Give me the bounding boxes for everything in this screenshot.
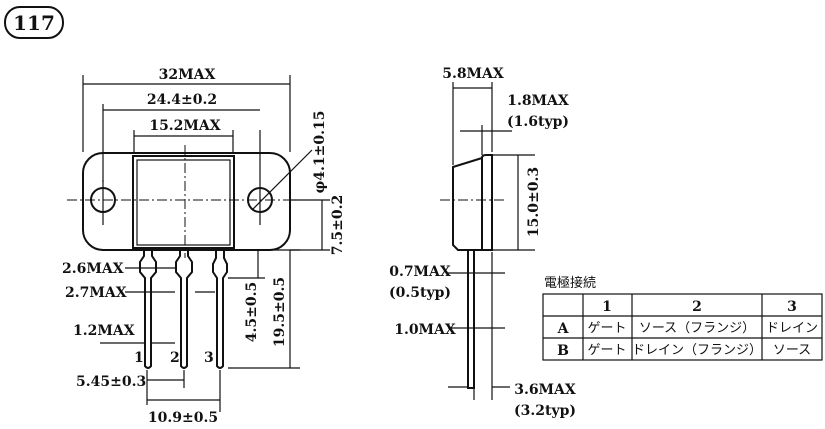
dim-overall-width: 32MAX [159,67,216,83]
dim-overall-thickness: 5.8MAX [442,66,504,82]
dim-lead-span: 10.9±0.5 [148,410,218,426]
pin-label-1: 1 [134,350,144,366]
dim-hole-to-bottom: 7.5±0.2 [330,195,346,255]
package-number: 117 [13,11,55,35]
dim-lead-shoulder-length: 4.5±0.5 [244,282,260,342]
table-header-row: 1 2 3 [602,299,797,315]
package-number-badge: 117 [4,6,64,39]
dim-lead-width-upper: 2.7MAX [65,285,127,301]
cell: ゲート [587,321,626,336]
dim-lead-width: 1.2MAX [73,323,135,339]
dim-body-height: 15.0±0.3 [526,167,542,237]
cell: ドレイン（フランジ） [632,343,762,358]
cell: ゲート [587,343,626,358]
cell: ドレイン [766,321,818,336]
dim-lead-pitch: 5.45±0.3 [76,374,146,390]
header-pin-3: 3 [787,299,797,315]
lead-2 [175,248,193,369]
table-title: 電極接続 [544,275,596,291]
dim-lead-width-side: 1.0MAX [394,322,456,338]
header-pin-2: 2 [692,299,702,315]
side-view: 5.8MAX 1.8MAX (1.6typ) 15.0±0.3 0.7MAX (… [389,66,576,419]
dim-hole-pitch: 24.4±0.2 [147,92,217,108]
side-flange-outline [481,154,493,251]
dim-lead-offset-typ: (3.2typ) [514,403,576,419]
connection-table: 電極接続 1 2 3 A ゲート ソース（フランジ） ドレイン B ゲート ドレ… [542,275,823,361]
header-pin-1: 1 [602,299,612,315]
pin-label-2: 2 [170,350,180,366]
pin-label-3: 3 [204,350,214,366]
dim-lead-thickness: 0.7MAX [389,264,451,280]
dim-hole-diameter: φ4.1±0.15 [312,111,328,194]
dim-flange-thickness-typ: (1.6typ) [507,114,569,130]
flange-outline [82,152,291,251]
dim-lead-length: 19.5±0.5 [272,277,288,347]
row-label: A [557,321,570,337]
table-row: A ゲート ソース（フランジ） ドレイン [557,321,818,337]
body-outline [132,155,235,249]
cell: ソース（フランジ） [639,321,755,336]
leads [139,248,228,369]
dim-body-width: 15.2MAX [149,118,220,134]
dim-lead-head-width: 2.6MAX [62,261,124,277]
side-lead-outline [467,250,475,389]
cell: ソース [773,343,811,358]
dim-flange-thickness: 1.8MAX [507,93,569,109]
dim-lead-thickness-typ: (0.5typ) [389,285,451,301]
table-row: B ゲート ドレイン（フランジ） ソース [557,343,811,359]
front-view: 32MAX 24.4±0.2 15.2MAX φ4.1±0.15 7.5±0.2… [62,67,346,426]
lead-3 [212,248,228,369]
dim-lead-offset: 3.6MAX [514,382,576,398]
lead-1 [139,248,157,369]
side-body-outline [452,156,483,251]
row-label: B [557,343,569,359]
